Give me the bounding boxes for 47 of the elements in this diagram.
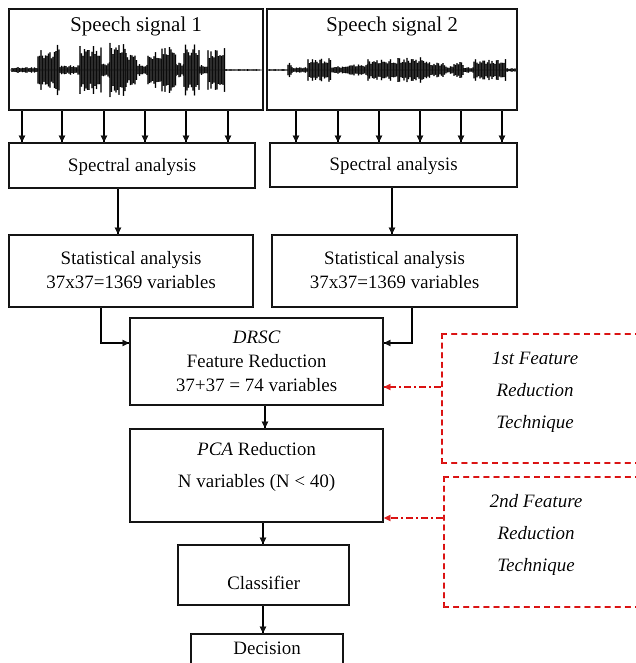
arrow	[376, 111, 382, 142]
arrow	[498, 111, 506, 142]
box-text: Statistical analysis 37x37=1369 variables	[45, 247, 217, 295]
dash-dot-arrow	[384, 384, 441, 390]
arrow	[458, 111, 464, 142]
arrow	[58, 111, 66, 142]
box-text: 2nd Feature Reduction Technique	[488, 490, 584, 578]
process-box	[129, 428, 384, 523]
box-heading: PCA Reduction	[197, 438, 316, 462]
box-text: Speech signal 1	[70, 12, 202, 36]
arrow	[416, 111, 424, 142]
box-text: Classifier	[227, 572, 300, 596]
arrow	[292, 111, 300, 142]
arrow	[384, 308, 413, 346]
process-box	[177, 544, 350, 606]
box-text: Spectral analysis	[68, 154, 196, 178]
process-box	[8, 234, 254, 308]
signal-box	[8, 8, 264, 111]
arrow	[224, 111, 232, 142]
arrow	[260, 523, 266, 544]
arrow	[388, 188, 396, 234]
dash-dot-arrow	[384, 514, 443, 522]
box-text: Speech signal 2	[326, 12, 458, 36]
arrow	[142, 111, 148, 142]
process-box	[190, 633, 344, 663]
arrow	[262, 406, 268, 428]
arrow	[182, 111, 190, 142]
process-box	[8, 142, 256, 189]
arrow	[100, 111, 108, 142]
process-box	[129, 317, 384, 406]
process-box	[269, 142, 518, 188]
technique-note-box	[441, 333, 636, 464]
box-text: Spectral analysis	[329, 153, 458, 177]
box-heading: DRSC	[232, 326, 280, 350]
technique-note-box	[443, 476, 636, 608]
box-text: Feature Reduction 37+37 = 74 variables	[174, 350, 338, 398]
box-text: N variables (N < 40)	[178, 470, 336, 494]
box-text: Statistical analysis 37x37=1369 variables	[308, 247, 480, 295]
box-text: 1st Feature Reduction Technique	[490, 347, 580, 435]
arrow	[260, 606, 266, 634]
arrow	[18, 111, 26, 142]
arrow	[334, 111, 342, 142]
process-box	[271, 234, 518, 308]
arrow	[100, 308, 130, 346]
signal-box	[266, 8, 518, 111]
box-text: Decision	[233, 637, 301, 661]
arrow	[114, 189, 122, 234]
